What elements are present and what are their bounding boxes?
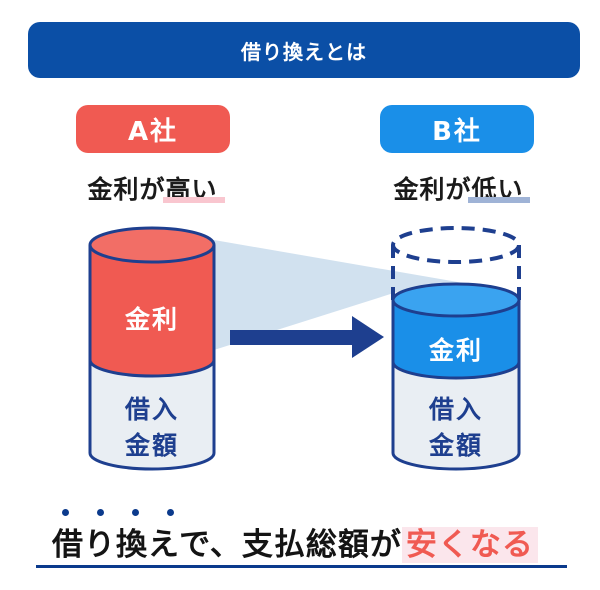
- page-title: 借り換えとは: [241, 39, 367, 64]
- company-a-badge: A社: [76, 105, 230, 153]
- emphasis-dot: [62, 509, 69, 516]
- emphasis-dot: [167, 509, 174, 516]
- summary-prefix: 借り換えで、支払総額が: [52, 527, 402, 563]
- cylinder-a: [88, 226, 216, 471]
- projection-shadow: [152, 227, 510, 350]
- right-arrow-icon: [230, 316, 384, 358]
- summary-highlight: 安くなる: [401, 527, 538, 563]
- summary-underline: [36, 565, 567, 568]
- cylinder-b-loan-line1: 借入: [428, 395, 483, 424]
- cylinder-a-interest-label: 金利: [124, 305, 179, 334]
- cylinder-a-loan-label: 借入 金額: [100, 392, 204, 464]
- company-b-badge: B社: [380, 105, 534, 153]
- cylinder-a-loan-line1: 借入: [124, 395, 179, 424]
- cylinder-b-loan-line2: 金額: [428, 431, 483, 460]
- emphasis-dot: [132, 509, 139, 516]
- cylinder-b-loan-label: 借入 金額: [404, 392, 508, 464]
- summary-sentence: 借り換えで、支払総額が安くなる: [52, 519, 538, 564]
- cylinder-a-loan-line2: 金額: [124, 431, 179, 460]
- emphasis-dot: [97, 509, 104, 516]
- title-banner: 借り換えとは: [28, 22, 580, 78]
- cylinder-b: [391, 226, 521, 471]
- rate-a-underline: [163, 197, 225, 203]
- rate-b-underline: [468, 197, 530, 203]
- cylinder-b-interest-label: 金利: [428, 336, 483, 365]
